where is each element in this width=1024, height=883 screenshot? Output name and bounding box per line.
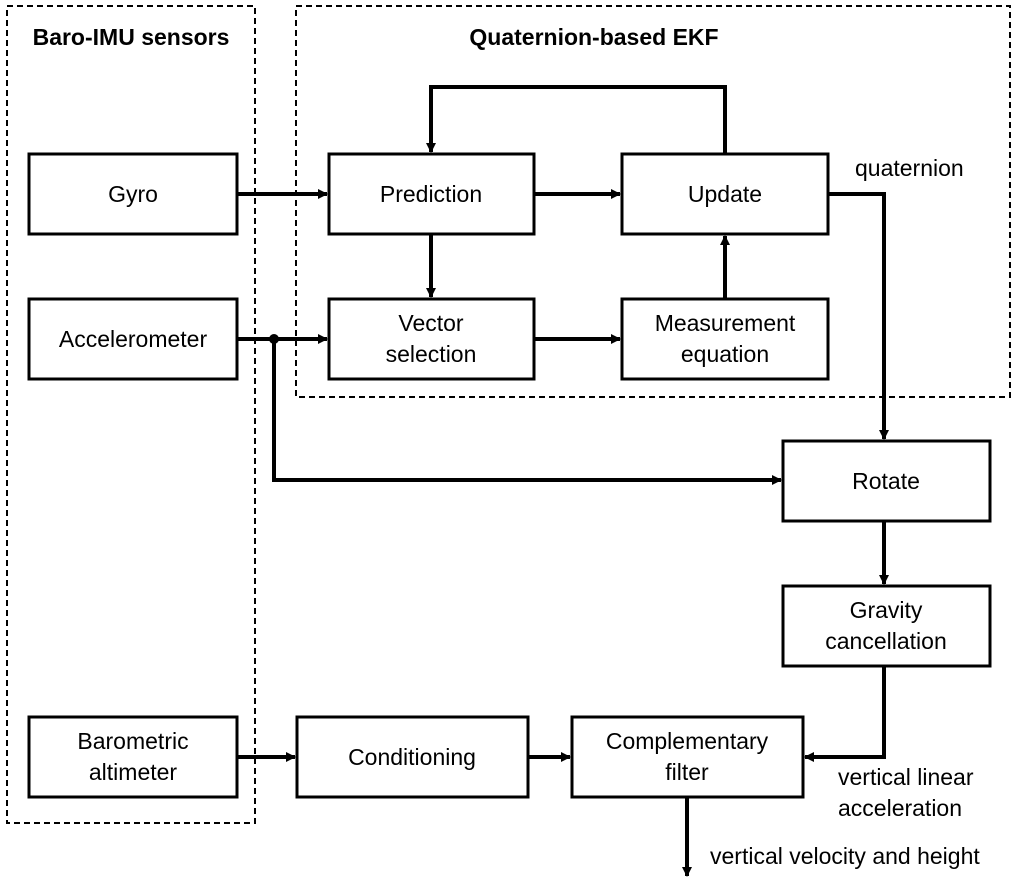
gravity-cancellation-block-frame xyxy=(781,584,992,668)
complementary-filter-block: Complementary filter xyxy=(570,715,805,799)
rotate-block: Rotate xyxy=(781,439,992,523)
gyro-block-frame xyxy=(27,152,239,236)
sensors-group-frame xyxy=(6,5,256,824)
measurement-label-line1: Measurement xyxy=(655,310,796,336)
rotate-label: Rotate xyxy=(852,468,920,494)
ekf-group-title: Quaternion-based EKF xyxy=(469,24,718,50)
vertical-linear-acceleration-label-line1: vertical linear xyxy=(838,764,974,790)
prediction-label: Prediction xyxy=(380,181,482,207)
vertical-linear-acceleration-label-line2: acceleration xyxy=(838,795,962,821)
vector-selection-block: Vector selection xyxy=(327,297,536,381)
measurement-label-line2: equation xyxy=(681,341,769,367)
arrow-accelerometer-to-rotate xyxy=(272,339,782,485)
accelerometer-label: Accelerometer xyxy=(59,326,208,352)
accelerometer-block-frame xyxy=(27,297,239,381)
vector-selection-label-line1: Vector xyxy=(398,310,464,336)
accelerometer-block: Accelerometer xyxy=(27,297,239,381)
gravity-label-line1: Gravity xyxy=(850,597,923,623)
conditioning-block-frame xyxy=(295,715,530,799)
barometric-altimeter-block-frame xyxy=(27,715,239,799)
gyro-label: Gyro xyxy=(108,181,158,207)
conditioning-block: Conditioning xyxy=(295,715,530,799)
quaternion-edge-label: quaternion xyxy=(855,155,964,181)
update-block: Update xyxy=(620,152,830,236)
gravity-cancellation-block: Gravity cancellation xyxy=(781,584,992,668)
barometric-label-line1: Barometric xyxy=(77,728,188,754)
measurement-equation-block: Measurement equation xyxy=(620,297,830,381)
gravity-label-line2: cancellation xyxy=(825,628,946,654)
barometric-label-line2: altimeter xyxy=(89,759,178,785)
baro-imu-sensors-group: Baro-IMU sensors xyxy=(6,5,256,824)
conditioning-label: Conditioning xyxy=(348,744,476,770)
prediction-block: Prediction xyxy=(327,152,536,236)
complementary-label-line1: Complementary xyxy=(606,728,769,754)
output-edge-label: vertical velocity and height xyxy=(710,843,980,869)
complementary-label-line2: filter xyxy=(665,759,709,785)
ekf-group-frame xyxy=(295,5,1011,398)
barometric-altimeter-block: Barometric altimeter xyxy=(27,715,239,799)
arrow-gravity-cancellation-to-complementary xyxy=(804,666,886,762)
gyro-block: Gyro xyxy=(27,152,239,236)
quaternion-ekf-group: Quaternion-based EKF xyxy=(295,5,1011,398)
complementary-filter-block-frame xyxy=(570,715,805,799)
sensors-group-title: Baro-IMU sensors xyxy=(33,24,230,50)
arrow-update-feedback-to-prediction xyxy=(426,85,727,154)
update-label: Update xyxy=(688,181,762,207)
rotate-block-frame xyxy=(781,439,992,523)
vector-selection-label-line2: selection xyxy=(386,341,477,367)
arrow-update-quaternion-to-rotate xyxy=(828,192,889,440)
